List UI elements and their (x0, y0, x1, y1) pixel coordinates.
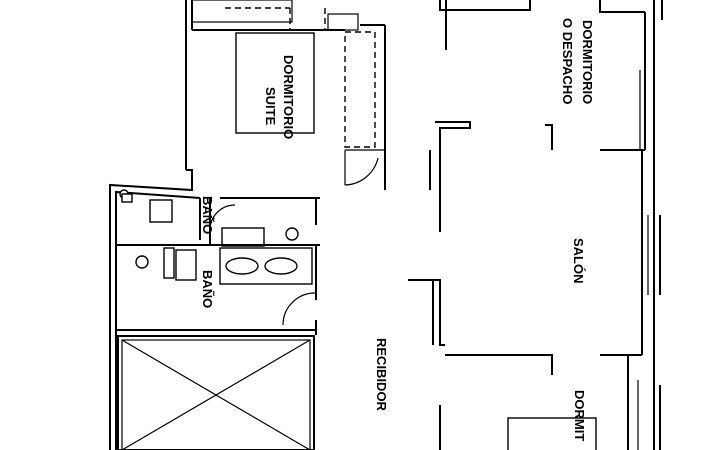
label-dormitorio-despacho-1: DORMITORIO (580, 20, 595, 104)
lower-bath-fixtures (116, 245, 317, 335)
label-recibidor: RECIBIDOR (374, 338, 389, 412)
label-bano-upper: BAÑO (200, 196, 215, 234)
label-dormitorio-suite-2: SUITE (263, 87, 278, 126)
central-walls (408, 0, 553, 450)
left-walls (109, 169, 320, 450)
bed-partial (507, 417, 597, 450)
label-dormitorio-despacho-2: O DESPACHO (560, 18, 575, 104)
label-dormitorio-suite-1: DORMITORIO (281, 55, 296, 139)
right-walls (599, 0, 663, 450)
label-bano-lower: BAÑO (200, 270, 215, 308)
stair-void (117, 335, 315, 450)
bed-suite (235, 32, 315, 134)
label-dormitorio-partial: DORMIT (572, 390, 587, 441)
suite-walls (185, 0, 386, 190)
upper-bath-fixtures (119, 189, 299, 247)
door-suite (344, 150, 379, 186)
label-salon: SALÓN (571, 238, 586, 284)
